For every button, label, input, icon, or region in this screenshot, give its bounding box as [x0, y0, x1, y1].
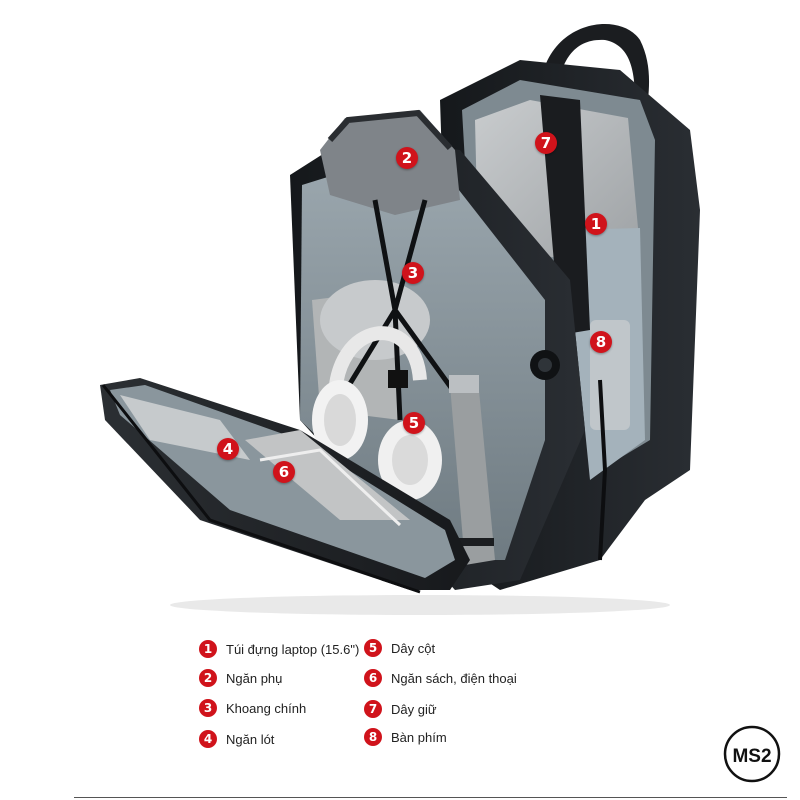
- legend-number: 3: [199, 699, 217, 717]
- legend-number: 5: [364, 639, 382, 657]
- legend-item-6: 6 Ngăn sách, điện thoại: [364, 667, 517, 689]
- marker-4: 4: [217, 438, 239, 460]
- legend-item-4: 4 Ngăn lót: [199, 728, 274, 750]
- marker-1: 1: [585, 213, 607, 235]
- legend-item-1: 1 Túi đựng laptop (15.6"): [199, 638, 359, 660]
- legend-number: 2: [199, 669, 217, 687]
- legend-label: Ngăn phụ: [226, 670, 283, 686]
- legend-number: 8: [364, 728, 382, 746]
- legend-number: 6: [364, 669, 382, 687]
- legend-label: Khoang chính: [226, 700, 307, 716]
- ms2-logo-icon: MS2: [723, 725, 781, 783]
- legend-label: Ngăn lót: [226, 731, 275, 747]
- backpack-photo: [100, 24, 700, 615]
- marker-8: 8: [590, 331, 612, 353]
- legend-item-2: 2 Ngăn phụ: [199, 667, 282, 689]
- side-zipper: [598, 379, 608, 561]
- legend-number: 7: [364, 700, 382, 718]
- headphones: [312, 326, 442, 500]
- logo-text: MS2: [732, 746, 771, 767]
- legend-number: 1: [199, 640, 217, 658]
- top-handle: [540, 24, 650, 100]
- legend-label: Dây cột: [391, 640, 436, 656]
- top-flap: [320, 110, 460, 215]
- legend-number: 4: [199, 730, 217, 748]
- legend-label: Túi đựng laptop (15.6"): [226, 641, 360, 657]
- legend-item-5: 5 Dây cột: [364, 637, 435, 659]
- legend-label: Bàn phím: [391, 729, 447, 745]
- cinch-straps: [337, 199, 463, 421]
- marker-5: 5: [403, 412, 425, 434]
- marker-3: 3: [402, 262, 424, 284]
- bottle: [450, 380, 495, 565]
- legend-item-3: 3 Khoang chính: [199, 697, 306, 719]
- bottom-divider: [74, 797, 787, 798]
- marker-7: 7: [535, 132, 557, 154]
- legend-label: Dây giữ: [391, 701, 437, 717]
- marker-6: 6: [273, 461, 295, 483]
- legend-label: Ngăn sách, điện thoại: [391, 670, 517, 686]
- marker-2: 2: [396, 147, 418, 169]
- legend-item-7: 7 Dây giữ: [364, 698, 437, 720]
- legend-item-8: 8 Bàn phím: [364, 726, 447, 748]
- retaining-strap: [540, 95, 590, 335]
